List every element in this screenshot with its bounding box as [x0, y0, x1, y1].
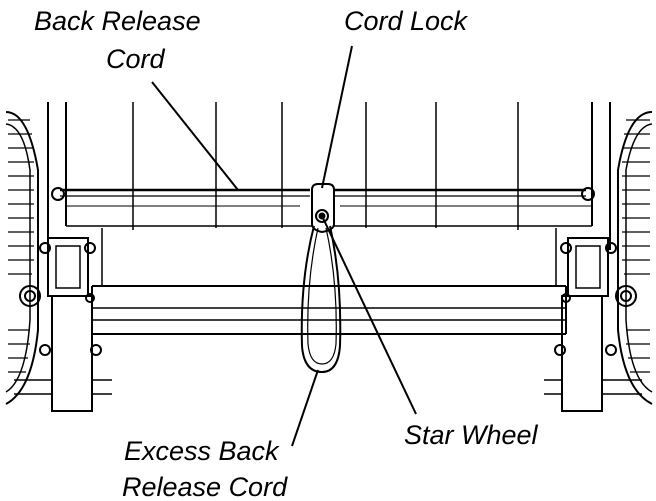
- excess-cord-loop: [300, 225, 342, 374]
- callout-labels: Back Release Cord Cord Lock Star Wheel E…: [34, 6, 539, 501]
- leader-lines: [151, 45, 417, 447]
- label-star-wheel: Star Wheel: [404, 420, 539, 450]
- left-cord-anchor: [51, 187, 65, 201]
- cord-lock: [311, 183, 335, 234]
- leader-cord-lock: [321, 45, 353, 189]
- label-back-release-cord-line2: Cord: [106, 44, 166, 74]
- leader-back-release-cord: [151, 81, 239, 191]
- label-excess-back-release-cord-line2: Release Cord: [122, 472, 288, 501]
- leader-excess-cord: [291, 369, 319, 447]
- left-frame-assembly: [14, 237, 112, 412]
- left-tire: [5, 111, 39, 405]
- right-cord-anchor: [581, 187, 595, 201]
- label-back-release-cord-line1: Back Release: [34, 6, 201, 36]
- right-tire: [617, 111, 653, 405]
- label-excess-back-release-cord-line1: Excess Back: [124, 436, 280, 466]
- label-cord-lock: Cord Lock: [344, 6, 469, 36]
- right-frame-assembly: [544, 237, 642, 412]
- back-release-cord: [51, 187, 595, 201]
- leader-star-wheel: [321, 215, 417, 415]
